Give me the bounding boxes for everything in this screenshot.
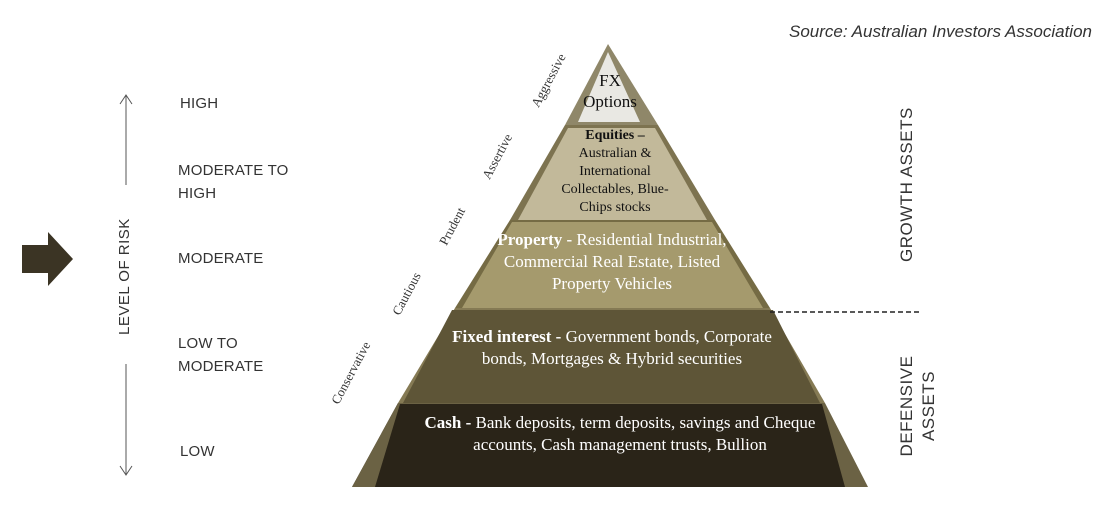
risk-axis-arrow (119, 94, 133, 476)
fx-tier-body: Options (583, 92, 637, 111)
risk-level-moderate: MODERATE (178, 250, 264, 267)
property-tier-body: Residential Industrial, Commercial Real … (503, 230, 727, 293)
source-note: Source: Australian Investors Association (789, 22, 1092, 41)
property-tier-title: Property - (497, 230, 573, 249)
risk-level-moderate-to-high: MODERATE TO HIGH (178, 162, 289, 202)
fixed-tier-label: Fixed interest - Government bonds, Corpo… (452, 326, 772, 370)
cash-tier-body: Bank deposits, term deposits, savings an… (473, 413, 816, 454)
risk-level-high: HIGH (180, 95, 219, 112)
cash-tier-title: Cash - (424, 413, 472, 432)
equities-tier-face (518, 128, 707, 220)
risk-level-low-to-moderate: LOW TO MODERATE (178, 335, 264, 375)
fixed-tier-body: Government bonds, Corporate bonds, Mortg… (481, 327, 772, 368)
property-tier-face (462, 222, 763, 308)
pointer-arrow-icon (22, 232, 73, 286)
fx-tier-face (578, 52, 640, 122)
fixed-tier-face (403, 310, 820, 403)
fixed-tier-title: Fixed interest - (452, 327, 562, 346)
equities-tier-label: Equities – Australian & International Co… (540, 127, 690, 217)
cash-tier-label: Cash - Bank deposits, term deposits, sav… (400, 412, 840, 456)
fx-tier-label: FX Options (570, 70, 650, 112)
property-tier-label: Property - Residential Industrial, Comme… (478, 229, 746, 295)
cash-tier-face (375, 404, 845, 487)
risk-level-low: LOW (180, 443, 215, 460)
fx-tier-title: FX (599, 71, 621, 90)
equities-tier-body: Australian & International Collectables,… (561, 146, 669, 215)
equities-tier-title: Equities – (585, 128, 645, 143)
